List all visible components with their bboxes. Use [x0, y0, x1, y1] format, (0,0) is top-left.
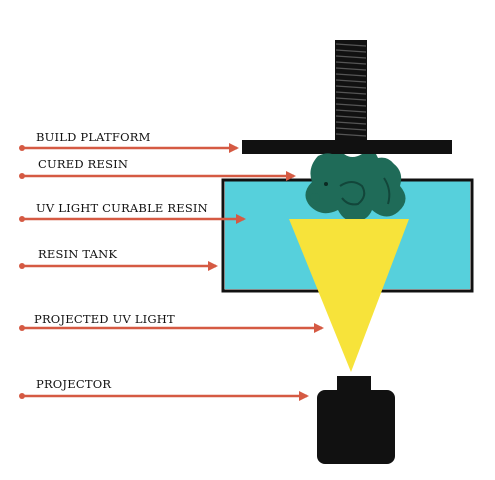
label-projector: PROJECTOR	[19, 377, 309, 401]
label-build-platform: BUILD PLATFORM	[19, 130, 239, 153]
thread-line	[335, 67, 367, 71]
thread-line	[335, 73, 367, 77]
arrow-tail-dot	[19, 173, 25, 179]
label-cured-resin-text: CURED RESIN	[38, 157, 128, 171]
thread-line	[335, 109, 367, 113]
thread-line	[335, 97, 367, 101]
arrow-tail-dot	[19, 393, 25, 399]
label-build-platform-text: BUILD PLATFORM	[36, 130, 151, 144]
thread-line	[335, 55, 367, 59]
thread-line	[335, 121, 367, 125]
label-projected-uv-light-text: PROJECTED UV LIGHT	[34, 312, 175, 326]
projector	[317, 376, 395, 464]
thread-line	[335, 103, 367, 107]
label-resin-tank: RESIN TANK	[19, 247, 218, 271]
thread-line	[335, 49, 367, 53]
threaded-rod	[335, 40, 367, 142]
arrow-tail-dot	[19, 325, 25, 331]
build-platform	[242, 140, 452, 154]
thread-line	[335, 43, 367, 47]
label-projector-text: PROJECTOR	[36, 377, 111, 391]
label-resin-tank-text: RESIN TANK	[38, 247, 117, 261]
thread-line	[335, 79, 367, 83]
thread-line	[335, 61, 367, 65]
label-uv-light-curable-resin-text: UV LIGHT CURABLE RESIN	[36, 201, 208, 215]
thread-line	[335, 133, 367, 137]
label-uv-light-curable-resin: UV LIGHT CURABLE RESIN	[19, 201, 246, 224]
thread-line	[335, 127, 367, 131]
thread-line	[335, 115, 367, 119]
cured-resin-object	[305, 153, 406, 222]
arrow-tail-dot	[19, 216, 25, 222]
projected-uv-light-cone	[289, 219, 409, 372]
thread-line	[335, 85, 367, 89]
label-projected-uv-light: PROJECTED UV LIGHT	[19, 312, 324, 333]
arrow-tail-dot	[19, 263, 25, 269]
thread-line	[335, 91, 367, 95]
arrow-tail-dot	[19, 145, 25, 151]
label-cured-resin: CURED RESIN	[19, 157, 296, 181]
